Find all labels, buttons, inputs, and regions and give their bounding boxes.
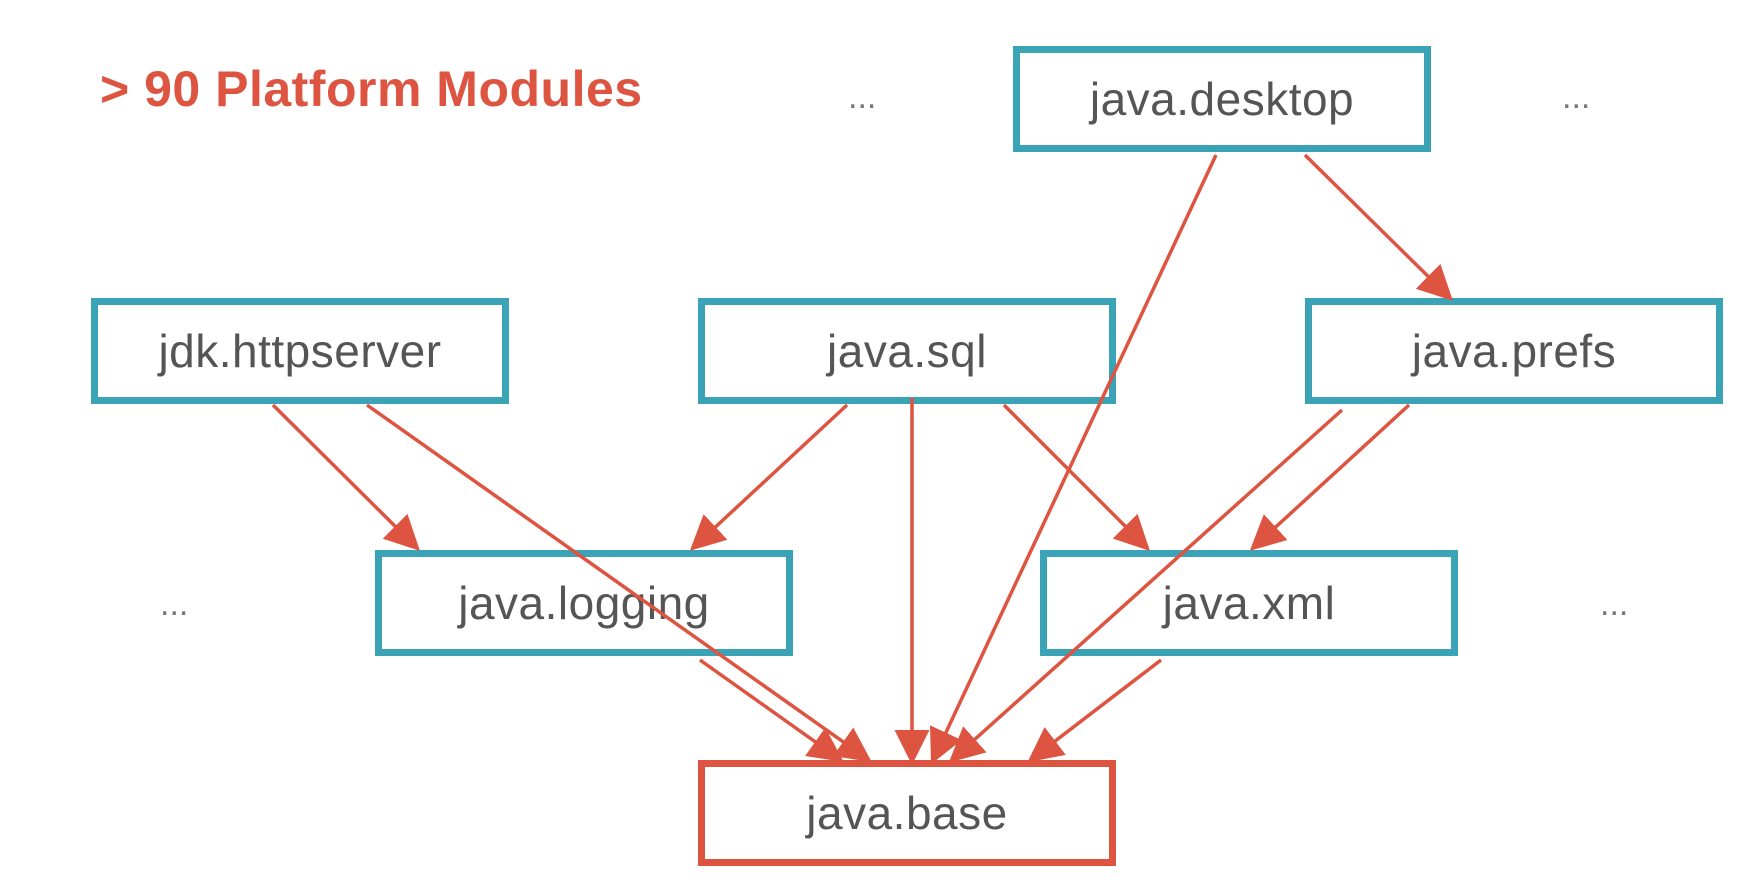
arrow-httpserver-to-logging [271, 403, 420, 551]
module-java-base: java.base [698, 760, 1116, 866]
arrow-logging-to-base [698, 658, 844, 763]
module-java-prefs-label: java.prefs [1411, 325, 1617, 377]
module-java-desktop: java.desktop [1013, 46, 1431, 152]
module-java-desktop-label: java.desktop [1089, 73, 1355, 125]
module-java-logging-label: java.logging [458, 577, 710, 629]
module-jdk-httpserver-label: jdk.httpserver [158, 325, 442, 377]
module-java-logging: java.logging [375, 550, 793, 656]
arrow-sql-to-xml [1002, 403, 1150, 551]
module-java-xml-label: java.xml [1162, 577, 1336, 629]
module-java-sql: java.sql [698, 298, 1116, 404]
ellipsis-middle-right: ... [1600, 585, 1629, 623]
module-java-xml: java.xml [1040, 550, 1458, 656]
arrow-prefs-to-xml [1249, 403, 1411, 551]
arrow-sql-to-logging [689, 403, 849, 551]
ellipsis-middle-left: ... [160, 585, 189, 623]
module-java-prefs: java.prefs [1305, 298, 1723, 404]
module-java-sql-label: java.sql [827, 325, 987, 377]
module-jdk-httpserver: jdk.httpserver [91, 298, 509, 404]
ellipsis-top-right: ... [1562, 78, 1591, 116]
arrow-desktop-to-prefs [1303, 153, 1453, 301]
diagram-title: > 90 Platform Modules [100, 61, 643, 117]
arrow-xml-to-base [1027, 658, 1163, 763]
module-java-base-label: java.base [806, 787, 1008, 839]
ellipsis-top-left: ... [848, 78, 877, 116]
arrow-desktop-to-base [930, 154, 1218, 765]
